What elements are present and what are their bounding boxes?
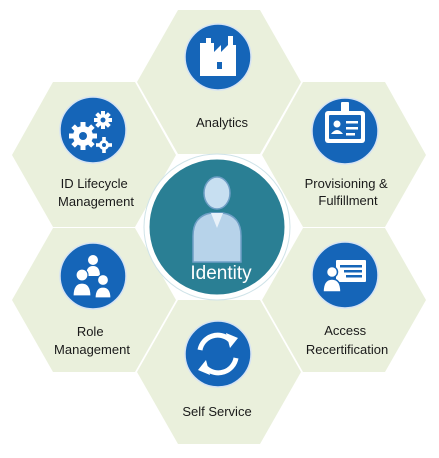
gears-icon: [59, 96, 127, 164]
factory-icon: [184, 23, 252, 91]
label-access: Access Recertification: [306, 323, 388, 357]
label-self-service: Self Service: [182, 404, 251, 419]
presentation-board-icon: [311, 241, 379, 309]
label-provisioning: Provisioning & Fulfillment: [305, 176, 392, 208]
label-lifecycle: ID Lifecycle Management: [58, 176, 134, 209]
center-label: Identity: [190, 263, 252, 284]
person-icon: [192, 176, 242, 263]
label-analytics: Analytics: [196, 115, 249, 130]
id-badge-icon: [311, 97, 379, 165]
label-role: Role Management: [54, 324, 130, 357]
center-node: Identity: [143, 153, 291, 301]
people-group-icon: [59, 242, 127, 310]
refresh-cycle-icon: [184, 320, 252, 388]
